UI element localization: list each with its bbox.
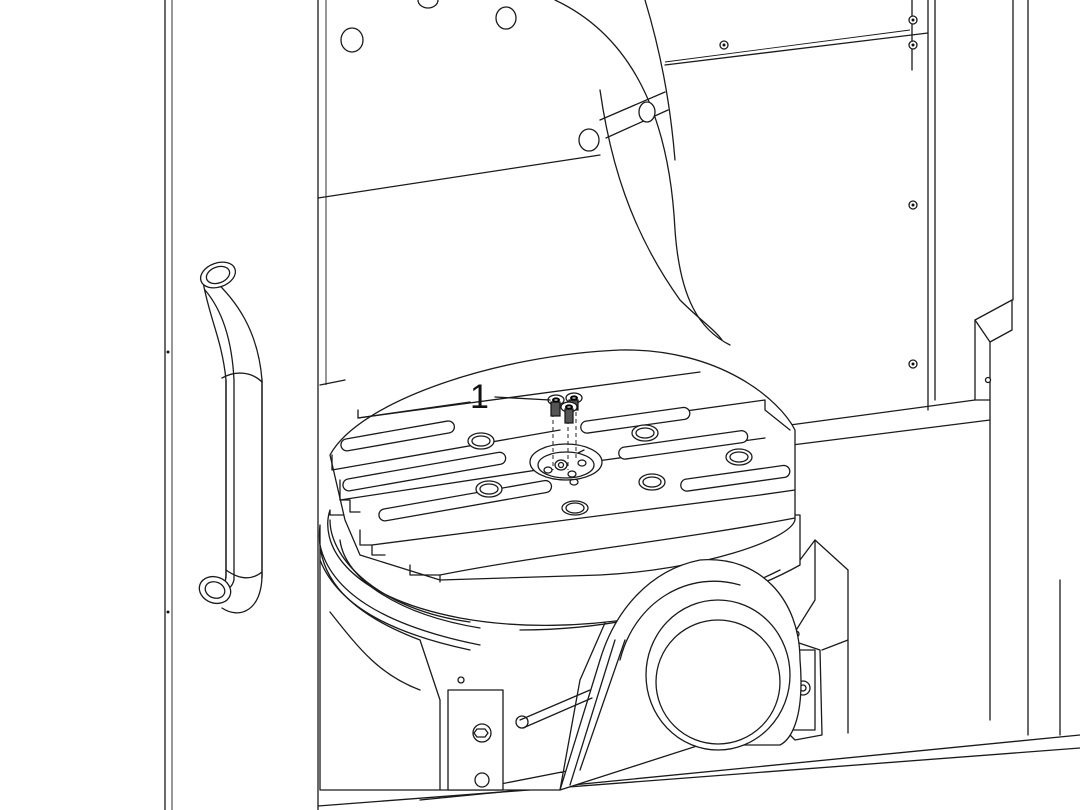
trunnion-motor-housing	[519, 559, 802, 791]
mounting-screws	[547, 392, 583, 470]
callout-1-label: 1	[470, 378, 489, 416]
curved-chip-guard	[340, 0, 731, 346]
enclosure-door-frame	[164, 0, 327, 810]
t-slot-platter	[329, 349, 796, 583]
screw-3	[560, 401, 578, 424]
callout-1: 1	[470, 378, 551, 416]
right-side-fixtures	[789, 0, 1061, 736]
back-wall-panels	[317, 0, 936, 411]
door-handle	[198, 261, 263, 614]
